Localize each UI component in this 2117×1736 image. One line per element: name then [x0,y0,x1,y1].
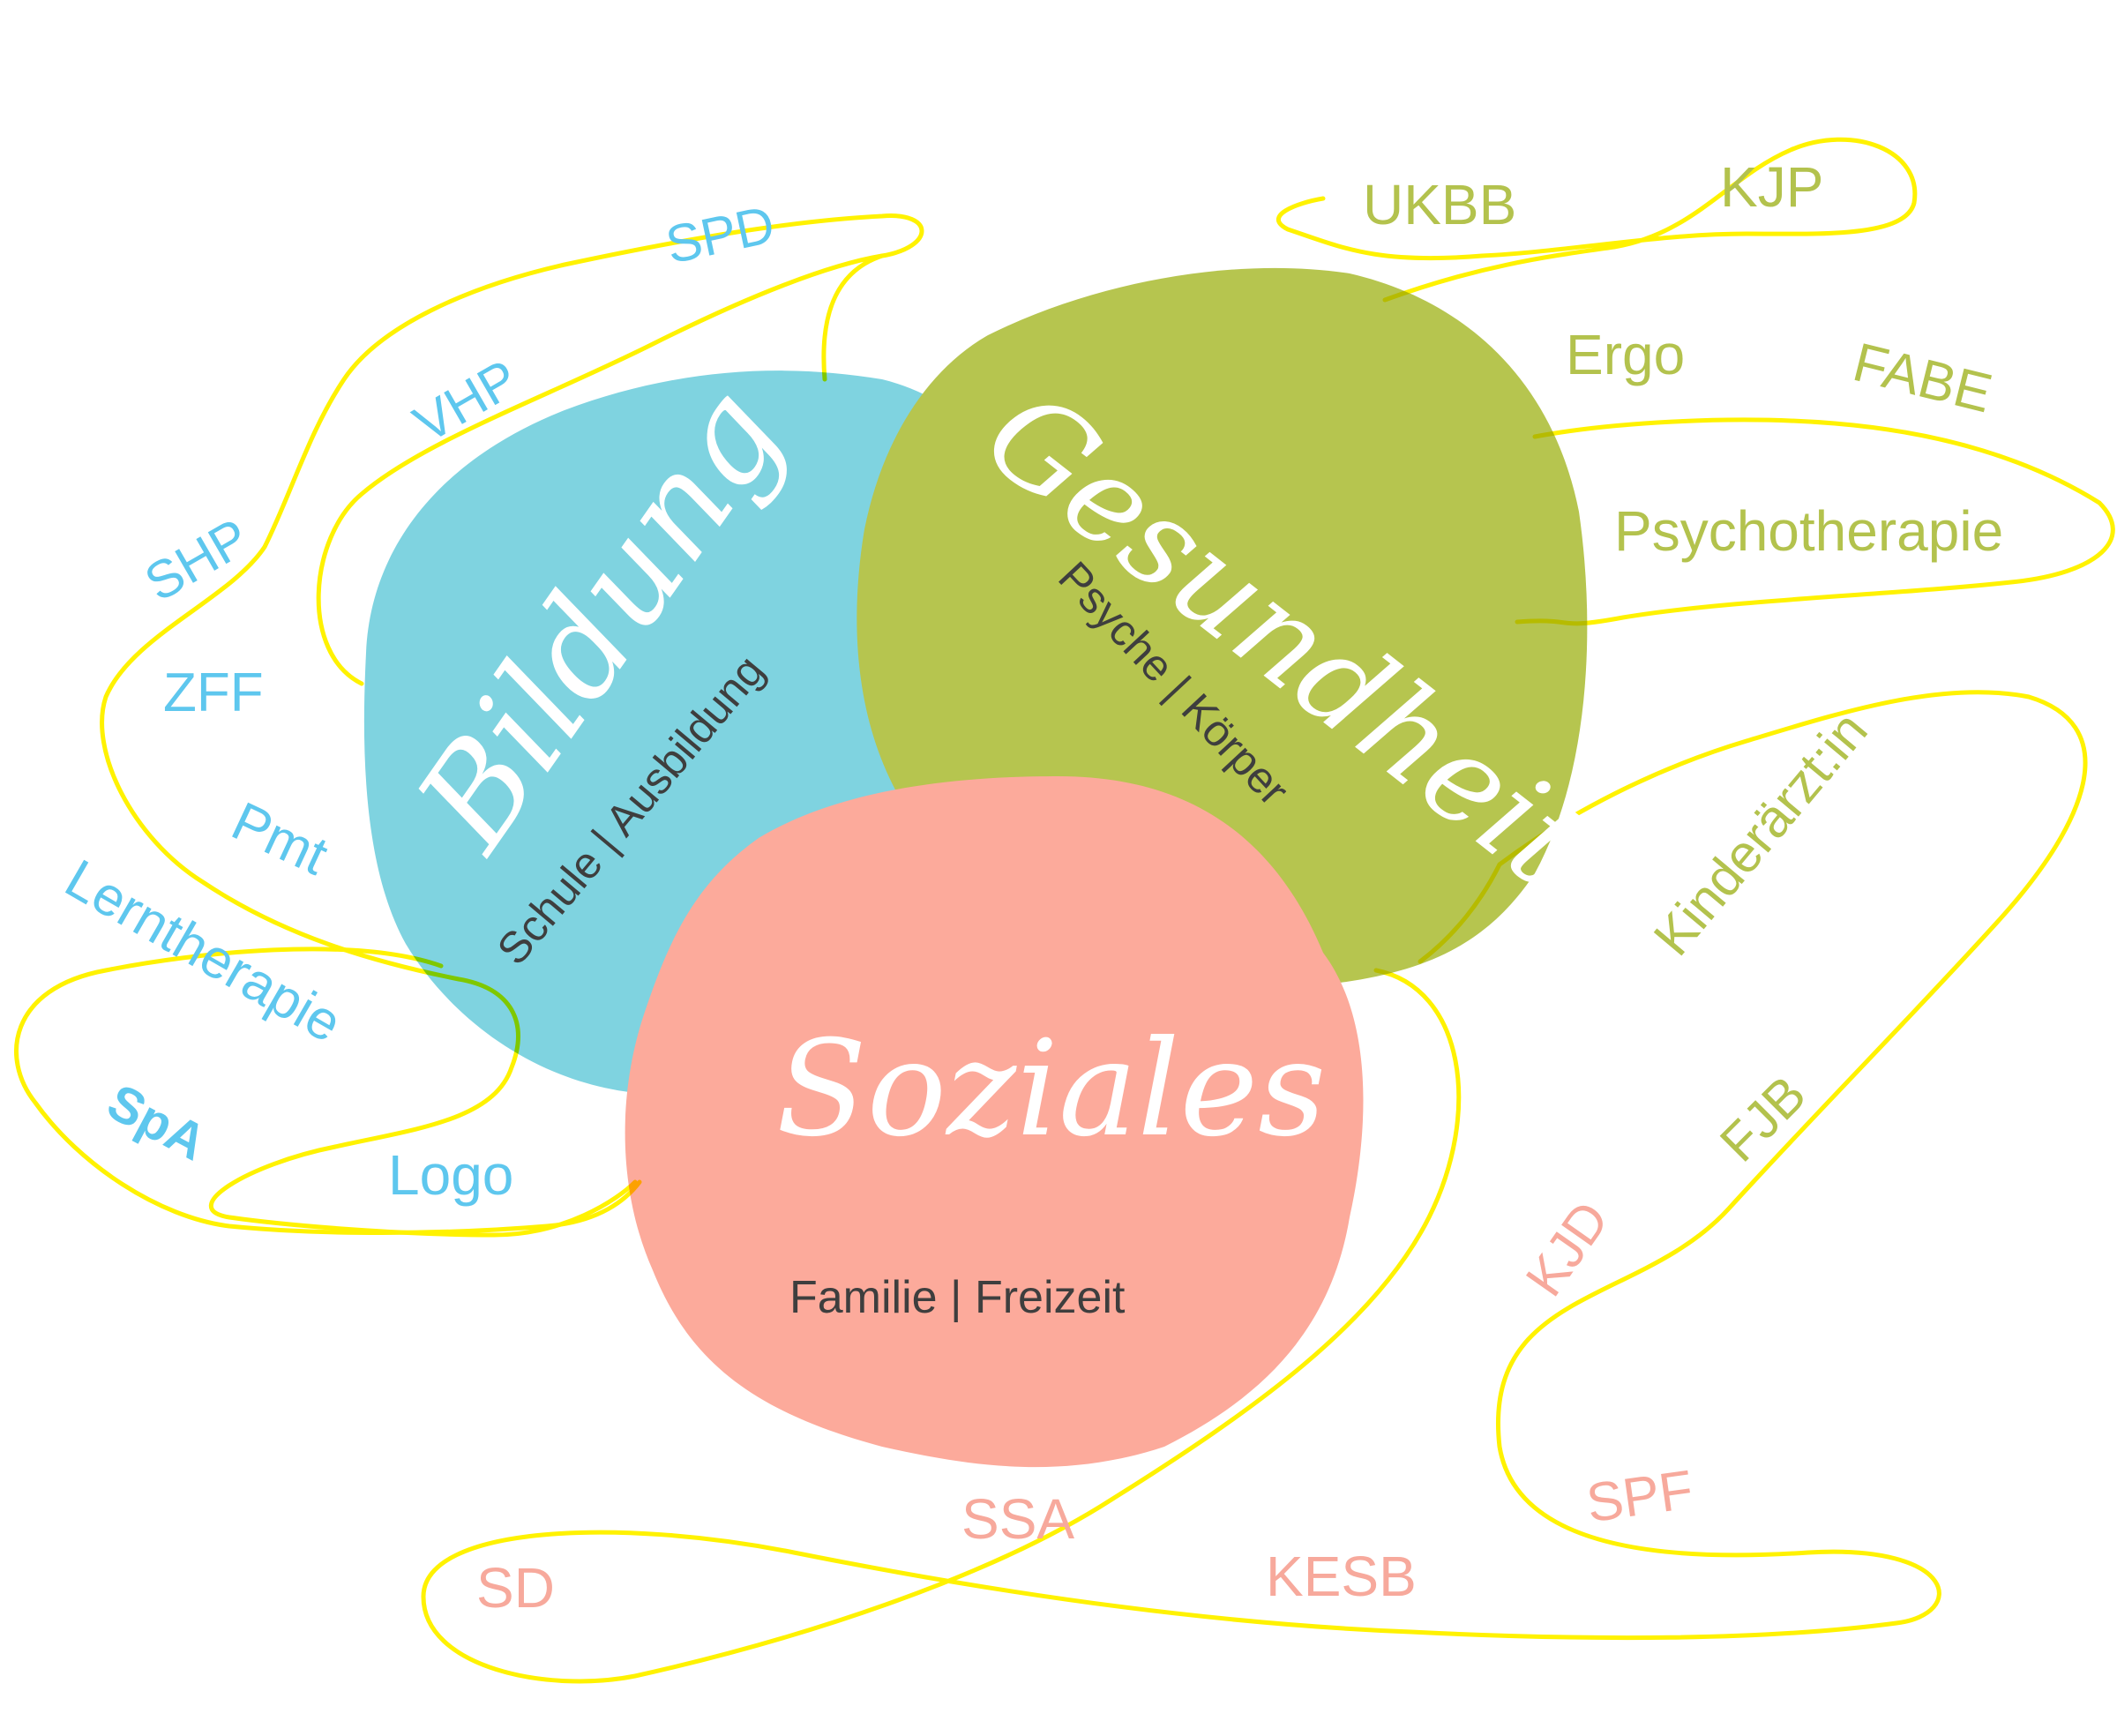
service-ergo: Ergo [1566,323,1686,386]
network-loop-bildung [100,213,924,1238]
service-psychotherapie: Psychotherapie [1614,499,2004,563]
network-lines [14,137,2115,1684]
network-loop-right [421,690,2088,1684]
soziales-subtitle: Familie | Freizeit [789,1272,1126,1323]
network-loop-gesundheit [1515,417,2115,626]
soziales-title: Soziales [776,1013,1327,1166]
service-kesb: KESB [1266,1545,1417,1608]
network-loop-top [821,137,1918,382]
service-kjp: KJP [1720,155,1824,219]
service-ukbb: UKBB [1363,173,1517,236]
soziales-blob [625,776,1364,1468]
service-ssa: SSA [961,1487,1075,1551]
service-sd: SD [476,1556,555,1620]
domain-blobs [363,267,1588,1468]
service-zff: ZFF [163,662,264,723]
service-logo: Logo [388,1143,514,1207]
network-loop-bildung-low [14,947,642,1235]
service-spf: SPF [1582,1459,1697,1535]
